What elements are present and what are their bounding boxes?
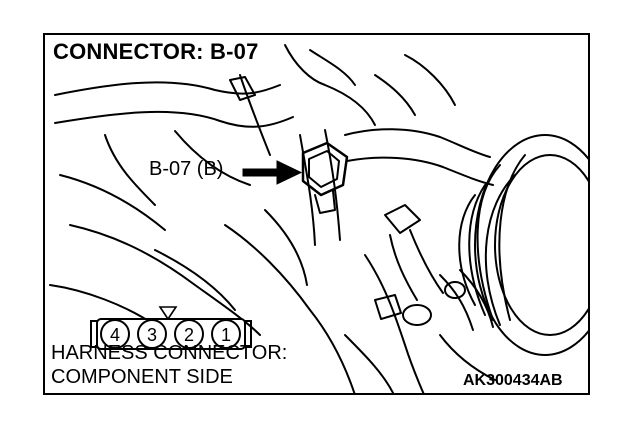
component-side-caption: COMPONENT SIDE [51, 366, 233, 388]
pin-cell [174, 319, 204, 349]
callout-label: B-07 (B) [149, 158, 224, 180]
harness-connector-pinout: 4 3 2 1 [90, 306, 252, 350]
callout-arrow [242, 160, 303, 185]
pin-label: 2 [184, 325, 194, 345]
figure-code: AK300434AB [463, 372, 563, 389]
pin-cell [211, 319, 241, 349]
connector-title: CONNECTOR: B-07 [53, 39, 259, 64]
key-indicator-icon [158, 306, 178, 321]
connector-shell [96, 318, 246, 350]
harness-connector-caption: HARNESS CONNECTOR: [51, 342, 288, 364]
pin-label: 4 [110, 325, 120, 345]
pin-label: 1 [221, 325, 231, 345]
pin-label: 3 [147, 325, 157, 345]
pin-cell [100, 319, 130, 349]
pin-cell [137, 319, 167, 349]
engine-bay-illustration [49, 44, 588, 393]
diagram-frame: CONNECTOR: B-07 B-07 (B) 4 3 2 1 HARNESS… [43, 33, 590, 395]
